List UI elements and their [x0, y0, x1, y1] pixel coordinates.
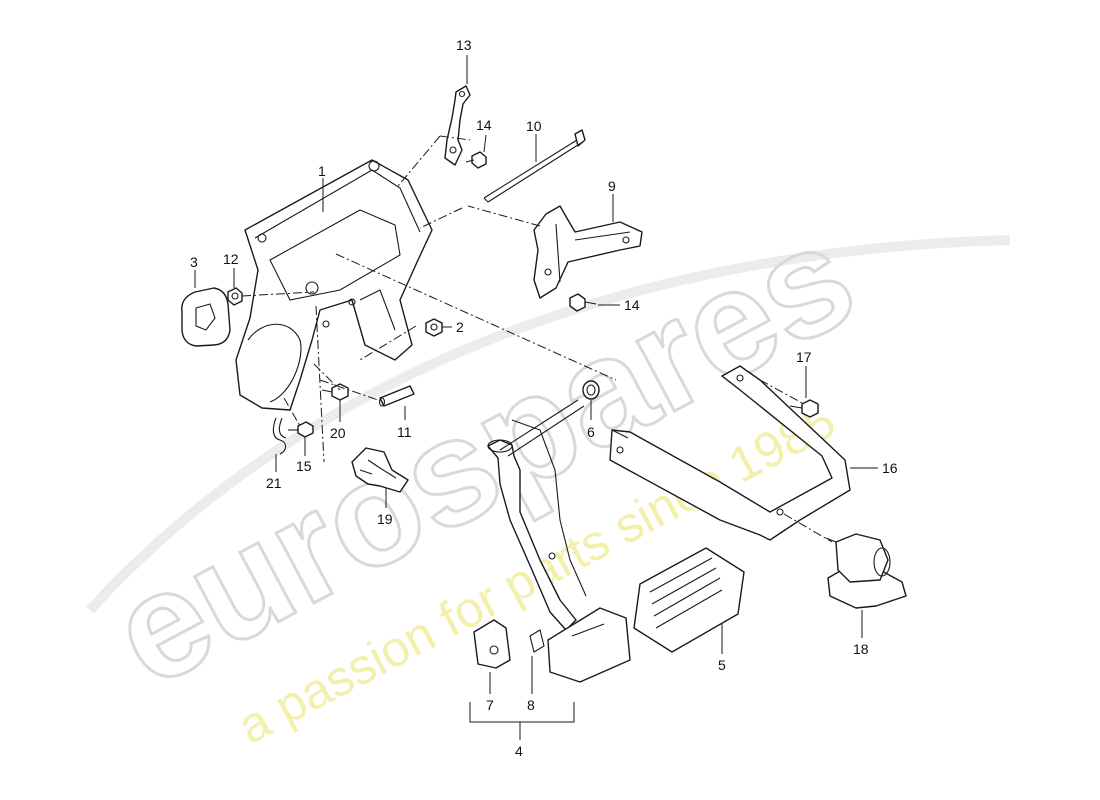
pivot-pin	[378, 385, 415, 407]
callout-12: 12	[223, 251, 239, 267]
callout-11: 11	[397, 424, 412, 440]
callout-7: 7	[486, 697, 494, 713]
pivot-rod	[483, 129, 586, 203]
bolt-14-right	[569, 293, 597, 312]
callout-4: 4	[515, 743, 523, 759]
leader-lines	[194, 55, 878, 740]
nut-12	[227, 287, 243, 306]
callout-14-upper: 14	[476, 117, 492, 133]
callout-14-right: 14	[624, 297, 640, 313]
callout-18: 18	[853, 641, 869, 657]
watermark-swoosh	[86, 235, 1011, 614]
support-bracket	[609, 365, 851, 541]
callout-labels: 1 2 3 4 5 6 7 8 9 10 11 12 13 14 14 15 1…	[190, 37, 898, 759]
mounting-plate	[181, 287, 231, 347]
pedal-bracket	[235, 159, 433, 411]
callout-13: 13	[456, 37, 472, 53]
screw-15	[288, 421, 314, 438]
callout-16: 16	[882, 460, 898, 476]
callout-3: 3	[190, 254, 198, 270]
callout-17: 17	[796, 349, 812, 365]
callout-19: 19	[377, 511, 393, 527]
brake-light-switch	[825, 533, 907, 609]
nut-2	[425, 318, 443, 337]
washer	[582, 380, 600, 400]
switch-bracket	[351, 447, 409, 493]
callout-8: 8	[527, 697, 535, 713]
brake-pedal	[487, 399, 631, 683]
bolt-20	[321, 383, 349, 401]
callout-1: 1	[318, 163, 326, 179]
lever-assembly	[533, 205, 643, 299]
callout-20: 20	[330, 425, 346, 441]
callout-5: 5	[718, 657, 726, 673]
pedal-pad	[633, 547, 745, 653]
callout-2: 2	[456, 319, 464, 335]
callout-10: 10	[526, 118, 542, 134]
pedal-stop-block	[473, 619, 511, 669]
callout-9: 9	[608, 178, 616, 194]
retaining-clip	[529, 629, 545, 653]
bolt-14-upper	[465, 151, 487, 169]
spring-clip	[272, 417, 287, 455]
assembly-lines	[241, 135, 833, 543]
callout-15: 15	[296, 458, 312, 474]
bolt-17	[789, 399, 819, 418]
callout-6: 6	[587, 424, 595, 440]
linkage-bracket	[444, 85, 471, 166]
callout-21: 21	[266, 475, 282, 491]
